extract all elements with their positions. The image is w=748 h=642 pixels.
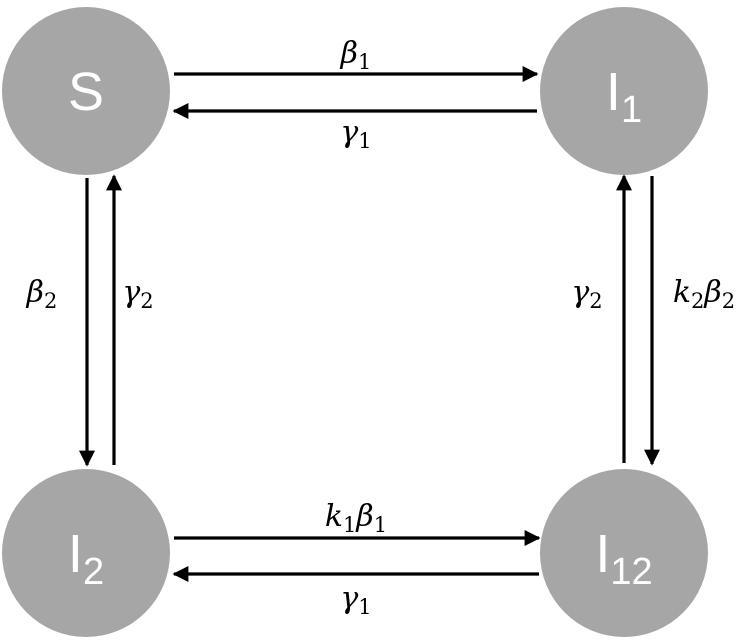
rate-s-to-i1: β1	[340, 36, 372, 74]
node-i1-circle	[540, 7, 708, 175]
node-i12-label: I12	[595, 524, 652, 593]
rate-i2-to-i12: k1β1	[325, 499, 387, 537]
node-i2: I2	[2, 469, 170, 637]
node-s-circle	[2, 7, 170, 175]
node-i1: I1	[540, 7, 708, 175]
rate-i12-to-i2: γ1	[340, 581, 371, 619]
node-i2-circle	[2, 469, 170, 637]
node-s-label: S	[68, 62, 104, 122]
rate-i12-to-i1: γ2	[571, 275, 602, 313]
rate-i2-to-s: γ2	[122, 275, 153, 313]
rate-i1-to-i12: k2β2	[673, 275, 735, 313]
rate-i1-to-s: γ1	[340, 115, 371, 153]
node-i12: I12	[540, 469, 708, 637]
rate-s-to-i2: β2	[26, 275, 58, 313]
node-s: S	[2, 7, 170, 175]
node-i12-circle	[540, 469, 708, 637]
node-i2-label: I2	[68, 524, 104, 593]
node-i1-label: I1	[606, 62, 642, 131]
